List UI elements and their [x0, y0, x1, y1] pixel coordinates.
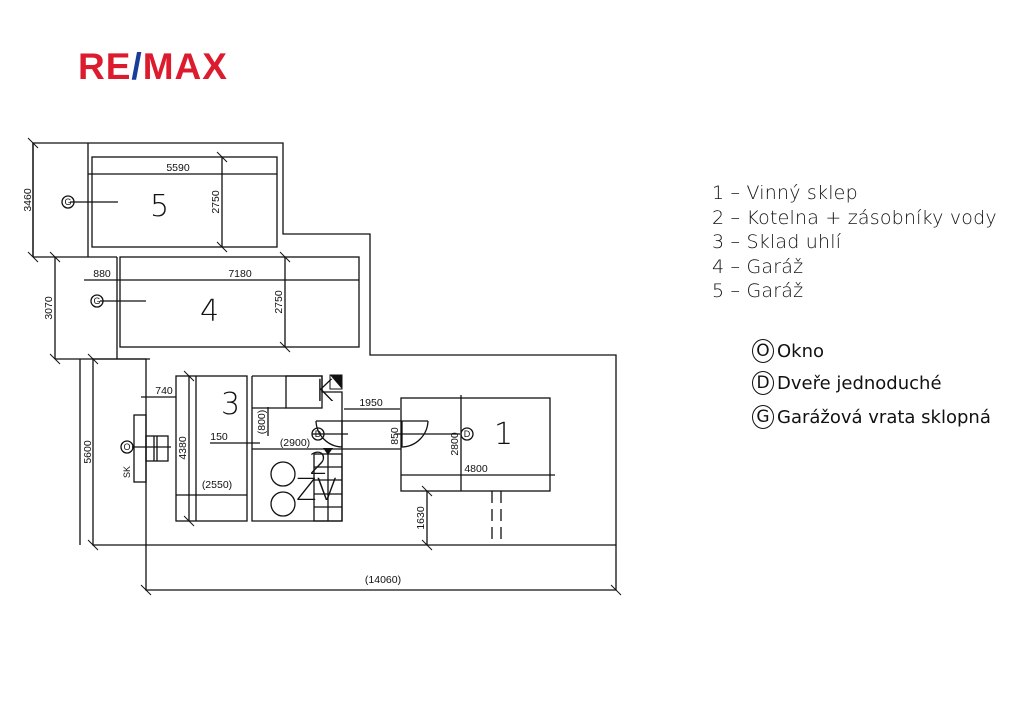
symbol-legend-label: Garážová vrata sklopná — [777, 406, 991, 428]
logo-slash: / — [131, 46, 143, 87]
dim-150: 150 — [210, 431, 228, 443]
room-label-2: 2 — [309, 447, 328, 482]
door-symbol-right: D — [464, 429, 471, 439]
legend-item-5: 5 – Garáž — [712, 280, 804, 302]
dim-2750-g4: 2750 — [273, 290, 285, 314]
room-label-5: 5 — [150, 189, 169, 224]
logo-text-re: RE — [78, 46, 132, 87]
dim-2550: (2550) — [202, 479, 232, 491]
dim-5590: 5590 — [166, 162, 190, 174]
garage-5 — [61, 156, 278, 248]
outer-walls — [32, 142, 617, 591]
garage-4 — [84, 256, 360, 348]
dim-7180: 7180 — [228, 268, 252, 280]
boiler-label-k: K — [314, 374, 334, 409]
door-symbol-left: D — [315, 429, 322, 439]
symbol-legend-label: Okno — [777, 340, 825, 362]
dim-850: 850 — [389, 427, 401, 445]
dim-800: (800) — [256, 410, 268, 435]
legend-item-3: 3 – Sklad uhlí — [712, 231, 842, 253]
dim-740: 740 — [155, 385, 173, 397]
room-1 — [311, 395, 555, 545]
stairs — [313, 448, 343, 522]
dim-14060: (14060) — [365, 574, 401, 586]
dim-4800: 4800 — [464, 463, 488, 475]
room-2 — [251, 374, 343, 522]
dim-2900: (2900) — [280, 437, 310, 449]
remax-logo: RE/MAX — [78, 46, 228, 88]
legend-item-1: 1 – Vinný sklep — [712, 182, 858, 204]
dim-4380: 4380 — [177, 436, 189, 460]
dim-880: 880 — [93, 268, 111, 280]
room-3 — [120, 375, 260, 522]
garage-door-symbol-5: G — [64, 197, 71, 207]
dim-2750-g5: 2750 — [210, 190, 222, 214]
dim-1630: 1630 — [415, 506, 427, 530]
dim-5600: 5600 — [82, 440, 94, 464]
dim-2800: 2800 — [449, 432, 461, 456]
tick-marks — [27, 137, 622, 596]
door-symbol-icon: D — [752, 371, 774, 395]
dim-1950: 1950 — [359, 397, 383, 409]
logo-text-max: MAX — [142, 46, 228, 87]
chimney-label: SK — [122, 466, 132, 478]
symbol-legend-label: Dveře jednoduché — [777, 372, 942, 394]
room-label-1: 1 — [494, 417, 513, 452]
water-tank-label-zv: ZV — [296, 473, 337, 508]
dim-3460: 3460 — [22, 188, 34, 212]
dim-3070: 3070 — [43, 296, 55, 320]
window-symbol: O — [123, 442, 130, 452]
window-symbol-icon: O — [752, 339, 774, 363]
garage-door-symbol-icon: G — [752, 405, 774, 429]
room-label-4: 4 — [200, 294, 219, 329]
legend-item-2: 2 – Kotelna + zásobníky vody — [712, 207, 997, 229]
garage-door-symbol-4: G — [93, 296, 100, 306]
legend-item-4: 4 – Garáž — [712, 256, 804, 278]
room-label-3: 3 — [221, 387, 240, 422]
